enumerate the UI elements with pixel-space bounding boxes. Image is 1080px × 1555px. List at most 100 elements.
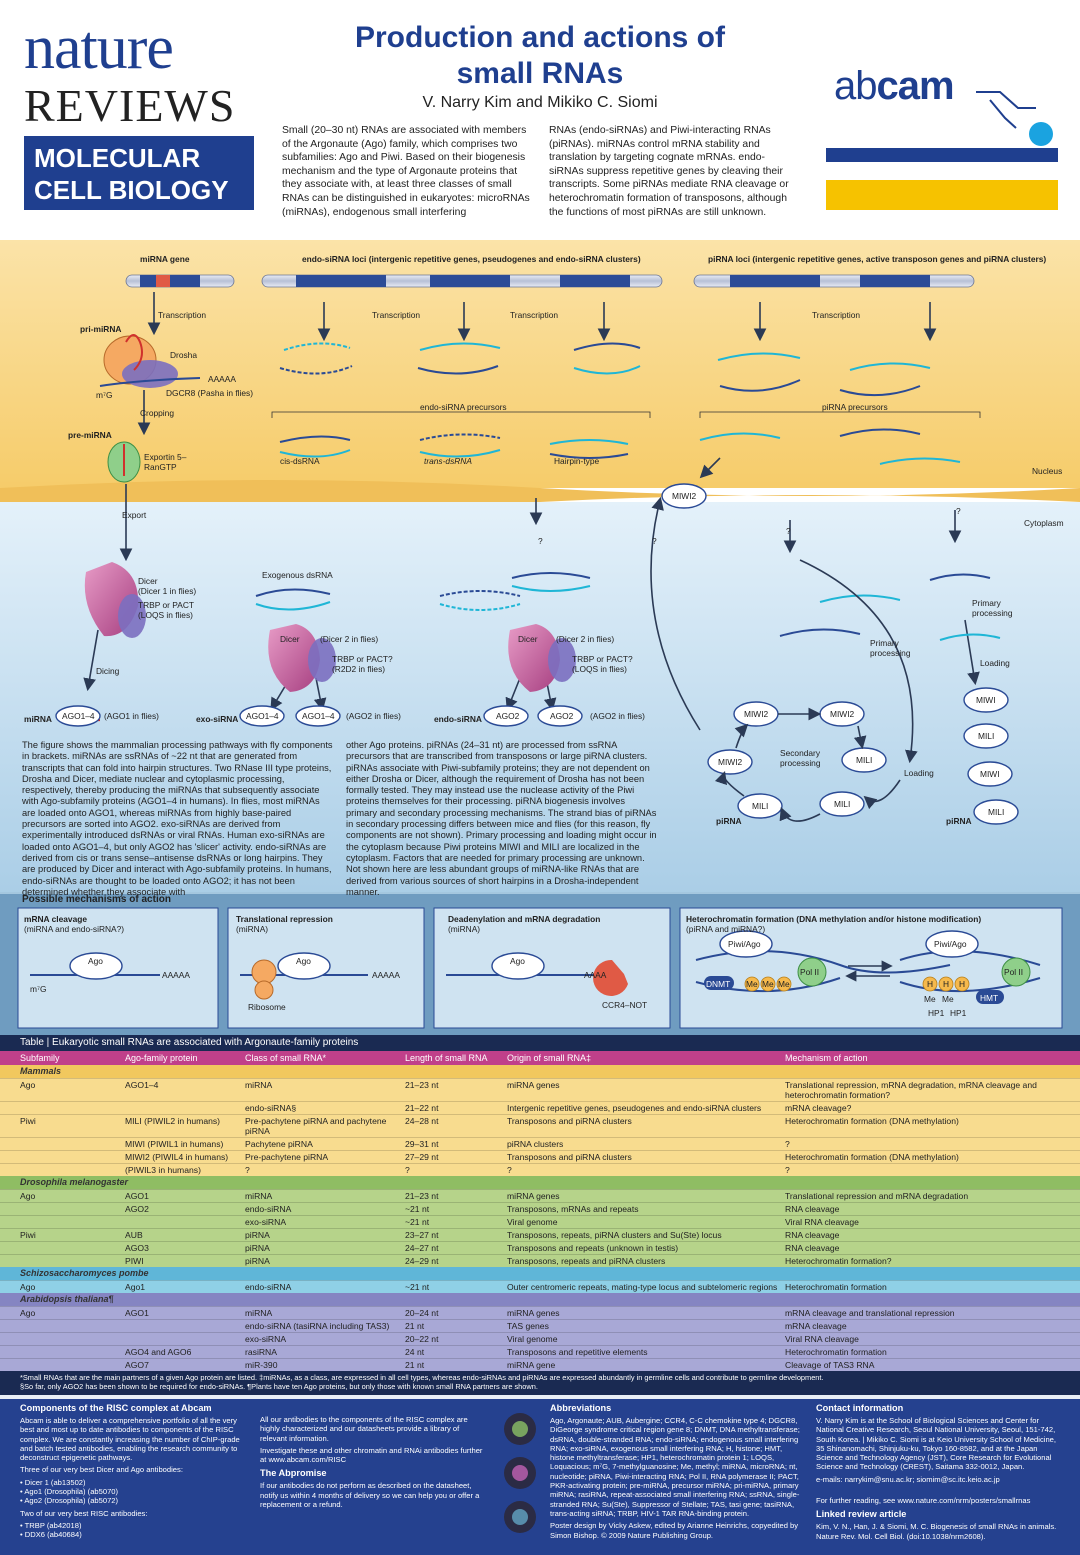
- label-ago-exo-a: AGO1–4: [246, 711, 279, 721]
- label-unknown-2: ?: [652, 536, 657, 546]
- label-pirna-product-a: piRNA: [716, 816, 742, 826]
- table-cell: 21 nt: [405, 1321, 425, 1331]
- table-cell: miRNA: [245, 1191, 273, 1201]
- label-exportin: Exportin 5–RanGTP: [144, 452, 187, 472]
- table-cell: Heterochromatin formation: [785, 1282, 887, 1292]
- table-cell: endo-siRNA: [245, 1282, 292, 1292]
- list-item: • DDX6 (ab40684): [20, 1530, 82, 1540]
- table-organism-row: Drosophila melanogaster: [0, 1176, 1080, 1189]
- table-organism-row: Schizosaccharomyces pombe: [0, 1267, 1080, 1280]
- label-mirna-product: miRNA: [24, 714, 52, 724]
- label-dicer2: Dicer: [280, 634, 300, 644]
- table-cell: mRNA cleavage: [785, 1321, 847, 1331]
- table-cell: AGO3: [125, 1243, 149, 1253]
- table-cell: AGO1: [125, 1191, 149, 1201]
- label-dgcr8: DGCR8 (Pasha in flies): [166, 388, 254, 398]
- label-trans-dsrna: trans-dsRNA: [424, 456, 472, 466]
- table-cell: rasiRNA: [245, 1347, 277, 1357]
- table-cell: [125, 1321, 245, 1331]
- table-cell: Heterochromatin formation (DNA methylati…: [785, 1152, 959, 1162]
- table-cell: piRNA clusters: [507, 1139, 564, 1149]
- table-cell: 24–28 nt: [405, 1116, 439, 1126]
- mech-label-pol-1: Pol II: [800, 967, 820, 977]
- table-cell: 21 nt: [405, 1360, 425, 1370]
- label-miwi2-nuclear: MIWI2: [672, 491, 697, 501]
- label-trbp2: TRBP or PACT? (R2D2 in flies): [332, 654, 393, 674]
- label-ago-exo-b: AGO1–4: [302, 711, 335, 721]
- table-cell: Transposons and piRNA clusters: [507, 1116, 632, 1126]
- contact-text: V. Narry Kim is at the School of Biologi…: [816, 1416, 1057, 1472]
- table-cell: miRNA genes: [507, 1191, 560, 1201]
- mech-label-polya-1: AAAAA: [162, 970, 190, 980]
- label-ago-endo-a: AGO2: [496, 711, 520, 721]
- list-item: • TRBP (ab42018): [20, 1520, 82, 1530]
- table-cell: ?: [405, 1165, 410, 1175]
- table-cell: 21–23 nt: [405, 1080, 439, 1090]
- table-cell: miRNA gene: [507, 1360, 556, 1370]
- mech-label-hp1-a: HP1: [928, 1008, 945, 1018]
- label-ago-endo-b: AGO2: [550, 711, 574, 721]
- mechanism-sub-cleavage: (miRNA and endo-siRNA?): [24, 924, 125, 934]
- poster-credits: Poster design by Vicky Askew, edited by …: [550, 1521, 799, 1540]
- abbreviations-text: Ago, Argonaute; AUB, Aubergine; CCR4, C-…: [550, 1416, 800, 1518]
- label-hairpin-type: Hairpin-type: [554, 456, 600, 466]
- table-cell: piRNA: [245, 1256, 270, 1266]
- mech-label-ago-1: Ago: [88, 956, 103, 966]
- table-cell: Pachytene piRNA: [245, 1139, 313, 1149]
- table-cell: Transposons and repetitive elements: [507, 1347, 648, 1357]
- table-cell: 24–29 nt: [405, 1256, 439, 1266]
- step-primary-processing-a: Primary processing: [972, 598, 1013, 618]
- label-cytoplasm: Cytoplasm: [1024, 518, 1064, 528]
- biogenesis-diagram: miRNA gene endo-siRNA loci (intergenic r…: [0, 240, 1080, 1035]
- table-cell: Heterochromatin formation?: [785, 1256, 892, 1266]
- table-cell: [0, 1139, 125, 1149]
- journal-logo-reviews: REVIEWS: [24, 80, 236, 131]
- table-cell: ~21 nt: [405, 1204, 430, 1214]
- table-cell: miRNA genes: [507, 1308, 560, 1318]
- poster-footer: Components of the RISC complex at Abcam …: [0, 1399, 1080, 1555]
- label-cap: m⁷G: [96, 390, 113, 400]
- mech-label-ago-3: Ago: [510, 956, 525, 966]
- label-dicer1: Dicer: [138, 576, 158, 586]
- table-cell: ?: [245, 1165, 250, 1175]
- table-cell: MIWI (PIWIL1 in humans): [125, 1139, 224, 1149]
- table-cell: [0, 1321, 125, 1331]
- antibody-link-text: Investigate these and other chromatin an…: [260, 1445, 483, 1465]
- label-cis-dsrna: cis-dsRNA: [280, 456, 320, 466]
- mech-label-me-3: Me: [778, 979, 790, 989]
- mech-label-piwi-1: Piwi/Ago: [728, 939, 761, 949]
- list-item: • Ago1 (Drosophila) (ab5070): [20, 1487, 119, 1497]
- label-dicer3: Dicer: [518, 634, 538, 644]
- table-cell: [0, 1243, 125, 1253]
- table-cell: AGO1–4: [125, 1080, 159, 1090]
- diagram-caption-right: other Ago proteins. piRNAs (24–31 nt) ar…: [346, 740, 657, 897]
- label-nucleus: Nucleus: [1032, 466, 1063, 476]
- table-cell: [125, 1217, 245, 1227]
- contact-emails: e-mails: narrykim@snu.ac.kr; siomim@sc.i…: [816, 1474, 1000, 1484]
- mech-label-ccr4-not: CCR4–NOT: [602, 1000, 648, 1010]
- locus-label-pirna: piRNA loci (intergenic repetitive genes,…: [708, 254, 1047, 264]
- contact-column: Contact information V. Narry Kim is at t…: [816, 1402, 1062, 1544]
- step-loading-b: Loading: [904, 768, 934, 778]
- mech-label-polya-2: AAAAA: [372, 970, 400, 980]
- label-pirna-precursors: piRNA precursors: [822, 402, 888, 412]
- table-cell: exo-siRNA: [245, 1217, 287, 1227]
- mech-label-polya-3: AAAA: [584, 970, 607, 980]
- label-ago-mirna: AGO1–4: [62, 711, 95, 721]
- mech-label-pol-2: Pol II: [1004, 967, 1024, 977]
- table-cell: [0, 1103, 125, 1113]
- table-footnote-1: *Small RNAs that are the main partners o…: [20, 1373, 824, 1382]
- risc-title: Components of the RISC complex at Abcam: [20, 1403, 212, 1413]
- table-cell: PIWI: [125, 1256, 144, 1266]
- mech-label-piwi-2: Piwi/Ago: [934, 939, 967, 949]
- table-cell: RNA cleavage: [785, 1230, 840, 1240]
- mech-label-me-5: Me: [942, 994, 954, 1004]
- table-header-cell: Length of small RNA: [405, 1053, 488, 1063]
- label-dicer1-note: (Dicer 1 in flies): [138, 586, 197, 596]
- label-drosha: Drosha: [170, 350, 197, 360]
- step-primary-processing-b: Primary processing: [870, 638, 911, 658]
